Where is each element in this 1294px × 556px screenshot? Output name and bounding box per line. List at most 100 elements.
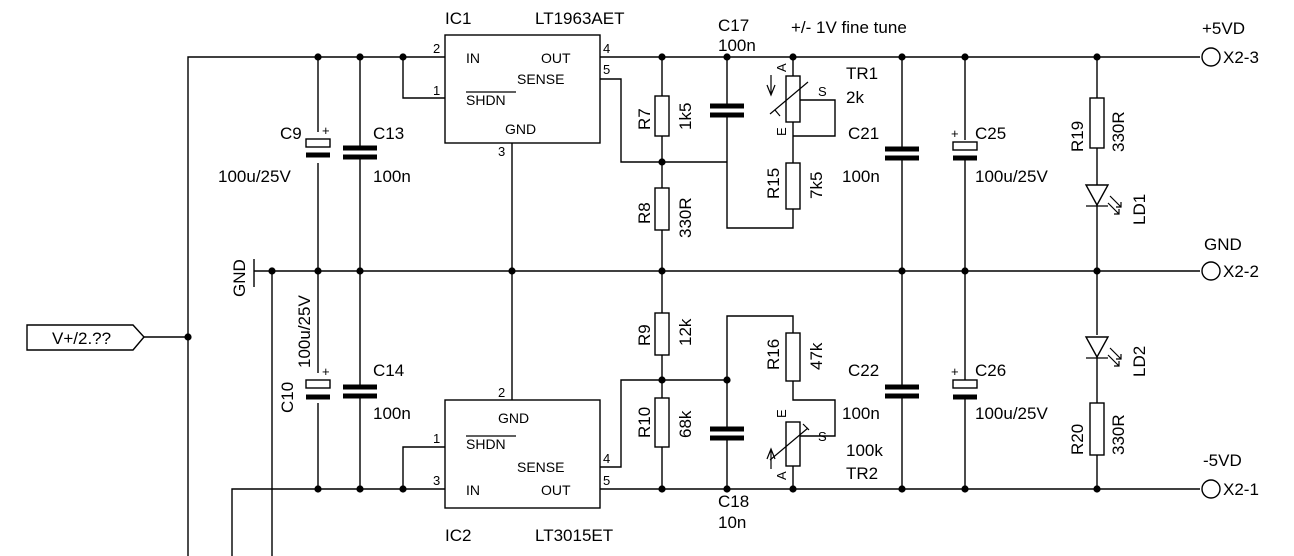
r9-ref: R9	[635, 324, 654, 346]
ic2-n3: 3	[433, 473, 440, 488]
junction-dots	[184, 53, 1101, 493]
r16-ref: R16	[764, 339, 783, 370]
c14-value: 100n	[373, 404, 411, 423]
c10-value: 100u/25V	[295, 295, 314, 368]
c25-value: 100u/25V	[975, 167, 1048, 186]
c22-capacitor: C22 100n	[842, 361, 919, 423]
ic1-pin-out: OUT	[541, 50, 571, 66]
ld1-led: LD1	[1084, 184, 1149, 225]
wires	[144, 56, 1200, 556]
ic2-pin-shdn: SHDN	[466, 436, 506, 452]
connector-pin-label: X2-1	[1223, 480, 1259, 499]
r8-value: 330R	[676, 197, 695, 238]
tr2-pin-e: E	[774, 409, 789, 418]
c26-plus: +	[951, 364, 959, 379]
c26-ref: C26	[975, 361, 1006, 380]
fine-tune-note: +/- 1V fine tune	[791, 18, 907, 37]
ld1-ref: LD1	[1130, 194, 1149, 225]
ic1-pin-gnd: GND	[505, 121, 536, 137]
ic1-ref: IC1	[445, 9, 471, 28]
r9-value: 12k	[676, 318, 695, 346]
c21-capacitor: C21 100n	[842, 124, 919, 186]
connector-net-label: -5VD	[1203, 451, 1242, 470]
c26-value: 100u/25V	[975, 404, 1048, 423]
c25-capacitor: + C25 100u/25V	[951, 124, 1048, 186]
tr2-trimmer: E A S TR2 100k	[766, 409, 883, 483]
ic1-pin-in: IN	[466, 50, 480, 66]
ic1-pin-shdn: SHDN	[466, 92, 506, 108]
ic2-pin-out: OUT	[541, 482, 571, 498]
c10-capacitor: + C10 100u/25V	[278, 295, 331, 413]
c21-value: 100n	[842, 167, 880, 186]
c10-plus: +	[322, 364, 330, 379]
tr1-pin-e: E	[774, 127, 789, 136]
c26-capacitor: + C26 100u/25V	[951, 361, 1048, 423]
c18-capacitor: C18 10n	[710, 426, 749, 532]
ic2-part: LT3015ET	[535, 526, 613, 545]
ic1-n2: 2	[433, 41, 440, 56]
r7-ref: R7	[635, 108, 654, 130]
c13-capacitor: C13 100n	[343, 124, 411, 186]
c10-ref: C10	[278, 382, 297, 413]
c21-ref: C21	[848, 124, 879, 143]
connector-x2-3: +5VD X2-3	[1201, 19, 1259, 67]
ic1-n1: 1	[433, 83, 440, 98]
tr1-value: 2k	[846, 88, 864, 107]
tr1-trimmer: A E S TR1 2k	[766, 63, 878, 136]
connector-net-label: GND	[1204, 235, 1242, 254]
ic1-part: LT1963AET	[535, 9, 624, 28]
ic2-pin-gnd: GND	[498, 410, 529, 426]
connector-net-label: +5VD	[1202, 19, 1245, 38]
tr1-pin-a: A	[774, 63, 789, 72]
tr1-pin-s: S	[818, 84, 827, 99]
connector-pin-label: X2-3	[1223, 48, 1259, 67]
ic2-n2: 2	[498, 385, 505, 400]
r15-ref: R15	[764, 168, 783, 199]
r20-value: 330R	[1109, 414, 1128, 455]
c9-value: 100u/25V	[218, 167, 291, 186]
gnd-symbol-label: GND	[230, 259, 249, 297]
ic2-n4: 4	[603, 451, 610, 466]
c9-plus: +	[322, 123, 330, 138]
tr1-ref: TR1	[846, 64, 878, 83]
tr2-pin-a: A	[774, 471, 789, 480]
c22-value: 100n	[842, 404, 880, 423]
c13-value: 100n	[373, 167, 411, 186]
ic2-pin-in: IN	[466, 482, 480, 498]
tr2-ref: TR2	[846, 464, 878, 483]
ic2-pin-sense: SENSE	[517, 459, 564, 475]
connector-x2-2: GND X2-2	[1201, 235, 1259, 281]
ic1-pin-sense: SENSE	[517, 71, 564, 87]
ic2: IC2 LT3015ET GND SHDN SENSE IN OUT 2 1 3…	[433, 385, 613, 545]
r8-ref: R8	[635, 202, 654, 224]
r15-resistor: R15 7k5	[764, 162, 826, 210]
c17-capacitor: C17 100n	[710, 16, 756, 118]
connector-x2-1: -5VD X2-1	[1201, 451, 1259, 499]
ic1: IC1 LT1963AET IN OUT SENSE SHDN GND 2 1 …	[433, 9, 624, 159]
ld2-led: LD2	[1084, 336, 1149, 377]
ic2-ref: IC2	[445, 526, 471, 545]
ic2-n5: 5	[603, 473, 610, 488]
r20-ref: R20	[1068, 424, 1087, 455]
r19-resistor: R19 330R	[1068, 97, 1128, 152]
ic1-n4: 4	[603, 41, 610, 56]
ld2-ref: LD2	[1130, 346, 1149, 377]
c17-ref: C17	[718, 16, 749, 35]
r8-resistor: R8 330R	[635, 187, 695, 238]
c25-ref: C25	[975, 124, 1006, 143]
r16-resistor: R16 47k	[764, 332, 826, 382]
r16-value: 47k	[807, 342, 826, 370]
c9-ref: C9	[280, 124, 302, 143]
c18-ref: C18	[718, 492, 749, 511]
connector-pin-label: X2-2	[1223, 262, 1259, 281]
ic1-n5: 5	[603, 62, 610, 77]
r10-ref: R10	[635, 407, 654, 438]
c25-plus: +	[951, 126, 959, 141]
c17-value: 100n	[718, 36, 756, 55]
input-port-label: V+/2.??	[52, 329, 111, 348]
r15-value: 7k5	[807, 172, 826, 199]
c9-capacitor: + C9 100u/25V	[218, 123, 331, 186]
c22-ref: C22	[848, 361, 879, 380]
ic2-n1: 1	[433, 431, 440, 446]
